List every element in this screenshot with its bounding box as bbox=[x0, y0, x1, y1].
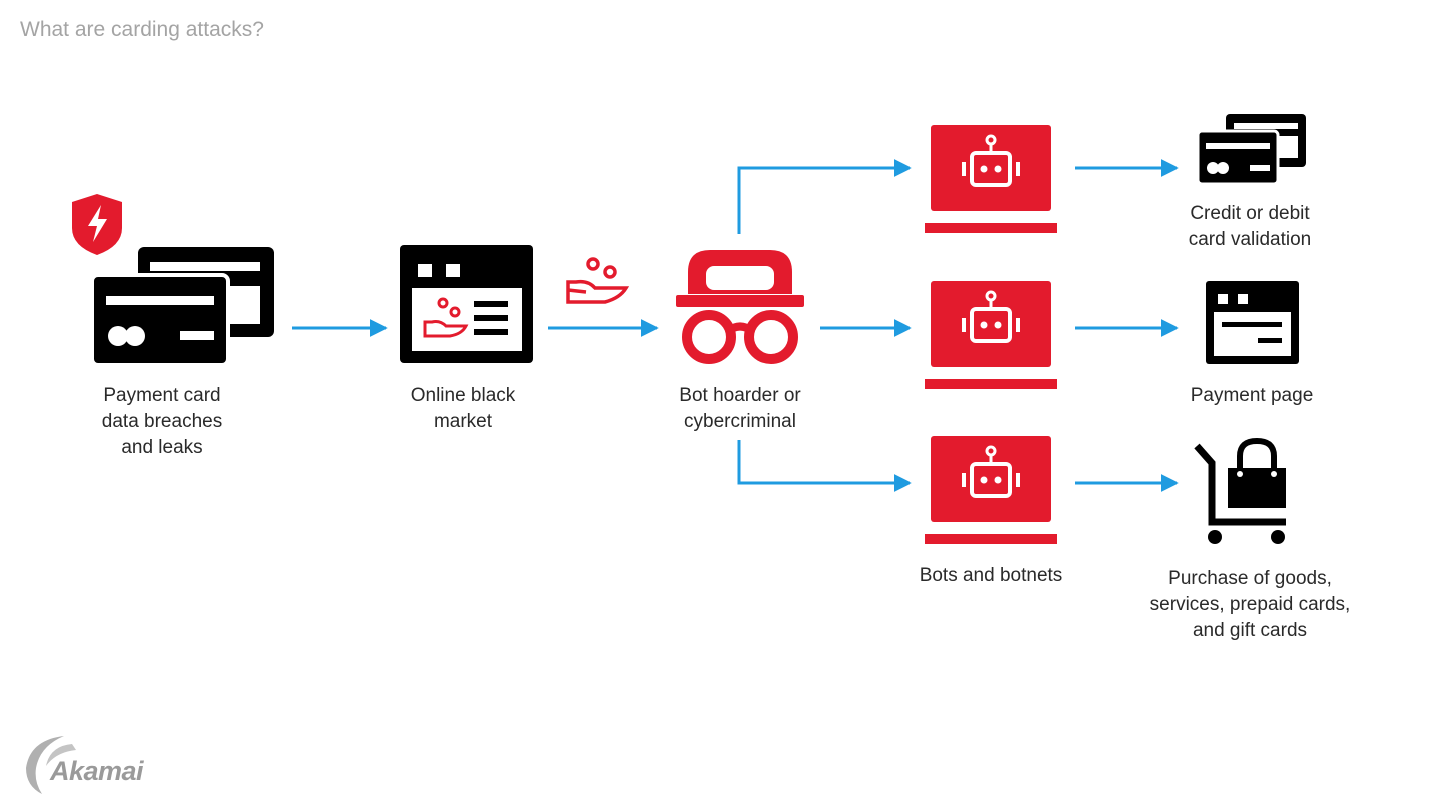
hand-coins-icon bbox=[423, 297, 469, 338]
label-validation: Credit or debit card validation bbox=[1188, 203, 1312, 250]
browser-window-icon bbox=[400, 245, 533, 363]
akamai-logo-text: Akamai bbox=[50, 756, 144, 786]
credit-cards-icon bbox=[1196, 114, 1306, 186]
arrow-criminal-to-bot-bottom bbox=[737, 440, 912, 492]
shopping-cart-bag-icon bbox=[1194, 437, 1286, 544]
label-criminal: Bot hoarder or cybercriminal bbox=[679, 385, 801, 432]
laptop-robot-icon bbox=[925, 281, 1057, 389]
label-bots: Bots and botnets bbox=[919, 565, 1063, 586]
hand-coins-icon bbox=[566, 257, 630, 304]
shield-bolt-icon bbox=[72, 194, 122, 255]
label-payment: Payment page bbox=[1190, 385, 1314, 406]
label-breaches: Payment card data breaches and leaks bbox=[101, 385, 223, 458]
browser-window-icon bbox=[1206, 281, 1299, 364]
arrow-criminal-to-bot-top bbox=[737, 159, 912, 234]
page-title: What are carding attacks? bbox=[20, 18, 264, 41]
label-market: Online black market bbox=[410, 385, 516, 432]
akamai-logo bbox=[26, 736, 76, 794]
spy-hat-glasses-icon bbox=[676, 250, 804, 364]
label-purchase: Purchase of goods, services, prepaid car… bbox=[1149, 568, 1351, 641]
credit-cards-icon bbox=[90, 247, 274, 367]
laptop-robot-icon bbox=[925, 125, 1057, 233]
laptop-robot-icon bbox=[925, 436, 1057, 544]
